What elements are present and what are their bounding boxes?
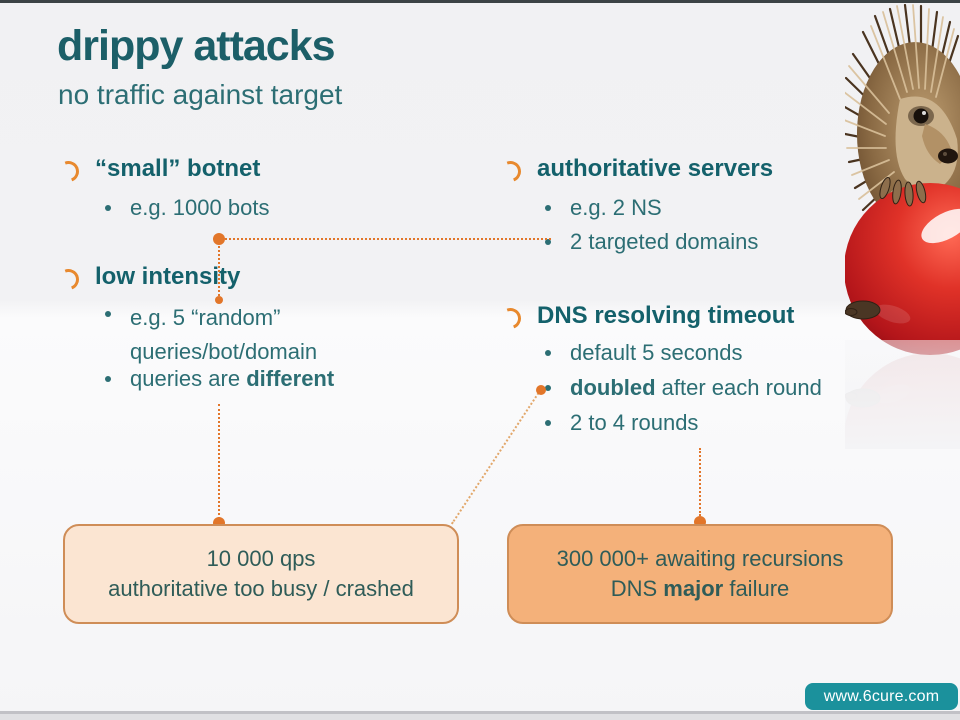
- bullet-dot-icon: [105, 311, 111, 317]
- bottom-border: [0, 711, 960, 714]
- hedgehog-apple-image: [845, 4, 960, 449]
- arc-bullet-icon: [54, 265, 83, 294]
- connector-line: [225, 238, 551, 240]
- list-item-text: e.g. 2 NS: [570, 195, 662, 220]
- bullet-dot-icon: [545, 350, 551, 356]
- connector-line: [451, 389, 541, 525]
- list-item-text: e.g. 5 “random” queries/bot/domain: [130, 305, 318, 364]
- section-dns-timeout: DNS resolving timeout: [496, 302, 795, 333]
- website-badge: www.6cure.com: [805, 683, 958, 710]
- connector-dot-icon: [536, 385, 546, 395]
- arc-bullet-icon: [496, 304, 525, 333]
- result-line: 10 000 qps: [206, 546, 316, 571]
- list-item-text: doubled after each round: [570, 375, 822, 400]
- website-url: www.6cure.com: [823, 687, 940, 705]
- page-subtitle: no traffic against target: [58, 79, 343, 110]
- bullet-dot-icon: [545, 420, 551, 426]
- top-border: [0, 0, 960, 3]
- list-item: default 5 seconds: [545, 340, 742, 366]
- bullet-dot-icon: [545, 205, 551, 211]
- connector-line: [699, 448, 701, 516]
- result-line: authoritative too busy / crashed: [108, 576, 414, 601]
- list-item-text: 2 to 4 rounds: [570, 410, 699, 435]
- section-heading: authoritative servers: [537, 155, 774, 182]
- bullet-dot-icon: [105, 376, 111, 382]
- section-heading: “small” botnet: [95, 155, 261, 182]
- connector-dot-icon: [213, 233, 225, 245]
- section-authoritative-servers: authoritative servers: [496, 155, 774, 186]
- arc-bullet-icon: [54, 157, 83, 186]
- arc-bullet-icon: [496, 157, 525, 186]
- result-line: 300 000+ awaiting recursions: [556, 546, 844, 571]
- list-item: e.g. 1000 bots: [105, 195, 269, 221]
- list-item: 2 targeted domains: [545, 229, 758, 255]
- section-heading: low intensity: [95, 263, 241, 290]
- connector-line: [218, 404, 220, 519]
- bullet-dot-icon: [105, 205, 111, 211]
- section-heading: DNS resolving timeout: [537, 302, 795, 329]
- result-box-qps: 10 000 qps authoritative too busy / cras…: [63, 524, 459, 624]
- list-item: queries are different: [105, 366, 334, 392]
- page-title: drippy attacks: [57, 22, 336, 70]
- list-item: 2 to 4 rounds: [545, 410, 698, 436]
- list-item-text: default 5 seconds: [570, 340, 743, 365]
- bullet-dot-icon: [545, 239, 551, 245]
- list-item: doubled after each round: [545, 375, 822, 401]
- section-low-intensity: low intensity: [54, 263, 241, 294]
- connector-dot-icon: [215, 296, 223, 304]
- bottom-strip: [0, 714, 960, 720]
- result-line: DNS major failure: [610, 576, 790, 601]
- list-item: e.g. 5 “random” queries/bot/domain: [105, 301, 317, 369]
- result-box-failure: 300 000+ awaiting recursions DNS major f…: [507, 524, 893, 624]
- section-small-botnet: “small” botnet: [54, 155, 261, 186]
- bullet-dot-icon: [545, 385, 551, 391]
- list-item-text: e.g. 1000 bots: [130, 195, 270, 220]
- list-item-text: queries are different: [130, 366, 335, 391]
- connector-line: [218, 246, 220, 296]
- list-item-text: 2 targeted domains: [570, 229, 759, 254]
- list-item: e.g. 2 NS: [545, 195, 662, 221]
